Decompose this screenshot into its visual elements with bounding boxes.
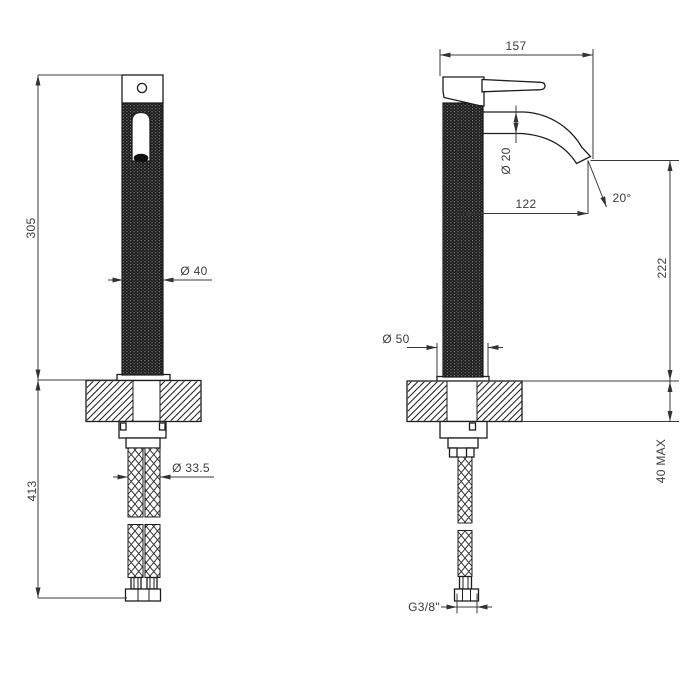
front-cap-hole (136, 82, 148, 94)
front-knurled-body (121, 102, 164, 376)
front-flex-hoses (124, 447, 162, 602)
side-flex-hose (453, 456, 480, 602)
dim-angle-label: 20° (612, 191, 631, 205)
dim-body-diameter-label: Ø 40 (180, 264, 207, 278)
dim-counter-max-label: 40 MAX (654, 439, 668, 484)
front-mounting-nut (118, 420, 167, 449)
dim-305-label: 305 (24, 218, 38, 239)
side-knurled-body (442, 102, 484, 378)
dim-spout-diameter-label: Ø 20 (499, 147, 513, 174)
side-countertop (406, 380, 523, 423)
side-mounting-nut (439, 420, 488, 458)
side-spout (482, 111, 592, 165)
front-spout-bore (133, 153, 149, 163)
dim-hoses-diameter-label: Ø 33.5 (172, 461, 210, 475)
front-spout-opening (131, 111, 151, 162)
side-view: 157 Ø 20 122 20° 222 (382, 39, 679, 614)
dim-122-label: 122 (516, 197, 537, 211)
front-countertop (85, 379, 202, 423)
dim-222-label: 222 (655, 258, 669, 279)
dim-413-label: 413 (25, 481, 39, 502)
side-cartridge-cap (442, 76, 485, 107)
front-view: 305 413 Ø 40 Ø 33.5 (24, 74, 214, 602)
dim-base-diameter-label: Ø 50 (382, 332, 409, 346)
side-dimensions: 157 Ø 20 122 20° 222 (382, 39, 679, 614)
side-lever-handle (481, 78, 546, 93)
front-top-cap (121, 74, 164, 104)
dim-thread-label: G3/8" (408, 600, 440, 614)
dim-157-label: 157 (506, 39, 527, 53)
front-dimensions: 305 413 Ø 40 Ø 33.5 (24, 74, 214, 599)
